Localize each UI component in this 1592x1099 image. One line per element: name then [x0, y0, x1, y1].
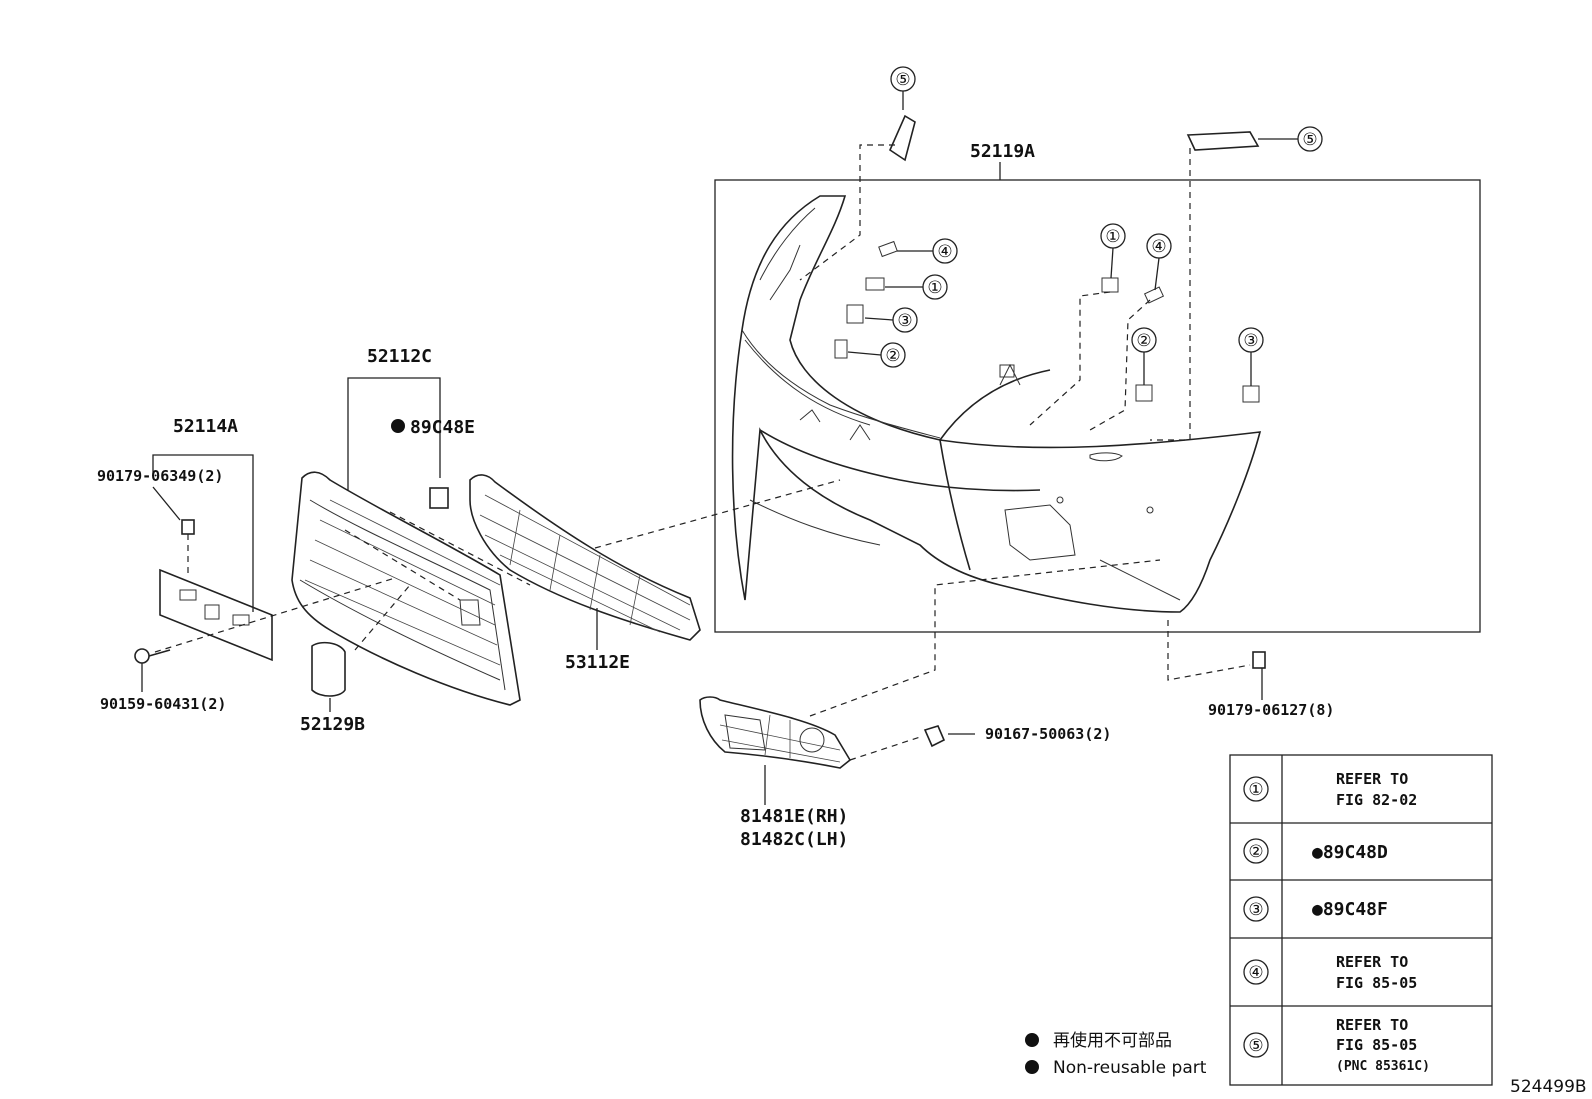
fog-bezel-part	[699, 696, 852, 769]
svg-text:FIG 82-02: FIG 82-02	[1336, 791, 1417, 809]
lower-grille-part	[469, 474, 701, 641]
legend: 再使用不可部品 Non-reusable part	[1025, 1030, 1207, 1078]
label-fog-bezel-lh: 81482C(LH)	[740, 829, 848, 850]
svg-text:②: ②	[885, 346, 900, 366]
diagram-id: 524499B	[1510, 1077, 1587, 1097]
svg-text:Non-reusable part: Non-reusable part	[1053, 1058, 1207, 1078]
svg-text:52129B: 52129B	[300, 714, 365, 735]
svg-text:⑤: ⑤	[1248, 1036, 1263, 1056]
svg-text:⑤: ⑤	[1302, 130, 1317, 150]
svg-text:③: ③	[897, 311, 912, 331]
svg-text:①: ①	[1105, 227, 1120, 247]
svg-text:90159-60431(2): 90159-60431(2)	[100, 695, 226, 713]
table-row: ② ●89C48D	[1243, 838, 1388, 864]
svg-text:③: ③	[1248, 900, 1263, 920]
part-5-right: ⑤	[1186, 126, 1323, 152]
nut-90179-06127: 90179-06127(8)	[1167, 620, 1334, 719]
svg-text:90179-06127(8): 90179-06127(8)	[1208, 701, 1334, 719]
label-bumper-cover: 52119A	[970, 141, 1035, 162]
tow-cover-part: 52129B	[300, 641, 365, 735]
svg-text:REFER TO: REFER TO	[1336, 953, 1408, 971]
bumper-group-box	[714, 179, 1481, 633]
screw-90159: 90159-60431(2)	[100, 648, 226, 713]
svg-text:REFER TO: REFER TO	[1336, 770, 1408, 788]
label-center-grille: 52112C	[367, 346, 432, 367]
svg-text:90167-50063(2): 90167-50063(2)	[985, 725, 1111, 743]
svg-text:④: ④	[1151, 237, 1166, 257]
part-5-left: ⑤	[799, 66, 916, 281]
svg-text:REFER TO: REFER TO	[1336, 1016, 1408, 1034]
label-fog-bezel-rh: 81481E(RH)	[740, 806, 848, 827]
table-row: ① REFER TO FIG 82-02	[1243, 770, 1417, 809]
svg-text:●89C48F: ●89C48F	[1312, 899, 1388, 920]
svg-text:②: ②	[1248, 842, 1263, 862]
svg-text:⑤: ⑤	[895, 70, 910, 90]
svg-text:●89C48D: ●89C48D	[1312, 842, 1388, 863]
svg-text:FIG 85-05: FIG 85-05	[1336, 974, 1417, 992]
callout-circles: ④ ① ③ ② ① ④ ② ③	[847, 223, 1264, 386]
reference-table: ① REFER TO FIG 82-02 ② ●89C48D ③ ●89C48F…	[1229, 754, 1493, 1086]
center-grille-part	[291, 471, 521, 706]
label-license-bracket: 52114A	[173, 416, 238, 437]
svg-text:(PNC 85361C): (PNC 85361C)	[1336, 1059, 1430, 1074]
license-bracket-part	[159, 568, 273, 662]
screw-90167: 90167-50063(2)	[849, 725, 1111, 761]
svg-text:④: ④	[1248, 963, 1263, 983]
svg-text:再使用不可部品: 再使用不可部品	[1053, 1030, 1172, 1051]
svg-text:①: ①	[927, 278, 942, 298]
table-row: ④ REFER TO FIG 85-05	[1243, 953, 1417, 992]
svg-text:②: ②	[1136, 331, 1151, 351]
table-row: ③ ●89C48F	[1243, 896, 1388, 922]
svg-text:FIG 85-05: FIG 85-05	[1336, 1036, 1417, 1054]
svg-text:④: ④	[937, 242, 952, 262]
svg-text:③: ③	[1243, 331, 1258, 351]
svg-text:①: ①	[1248, 780, 1263, 800]
table-row: ⑤ REFER TO FIG 85-05 (PNC 85361C)	[1243, 1016, 1430, 1074]
svg-text:90179-06349(2): 90179-06349(2)	[97, 467, 223, 485]
label-clip-89c48e: 89C48E	[410, 417, 475, 438]
bumper-cover-part	[731, 195, 1262, 613]
label-lower-grille: 53112E	[565, 652, 630, 673]
